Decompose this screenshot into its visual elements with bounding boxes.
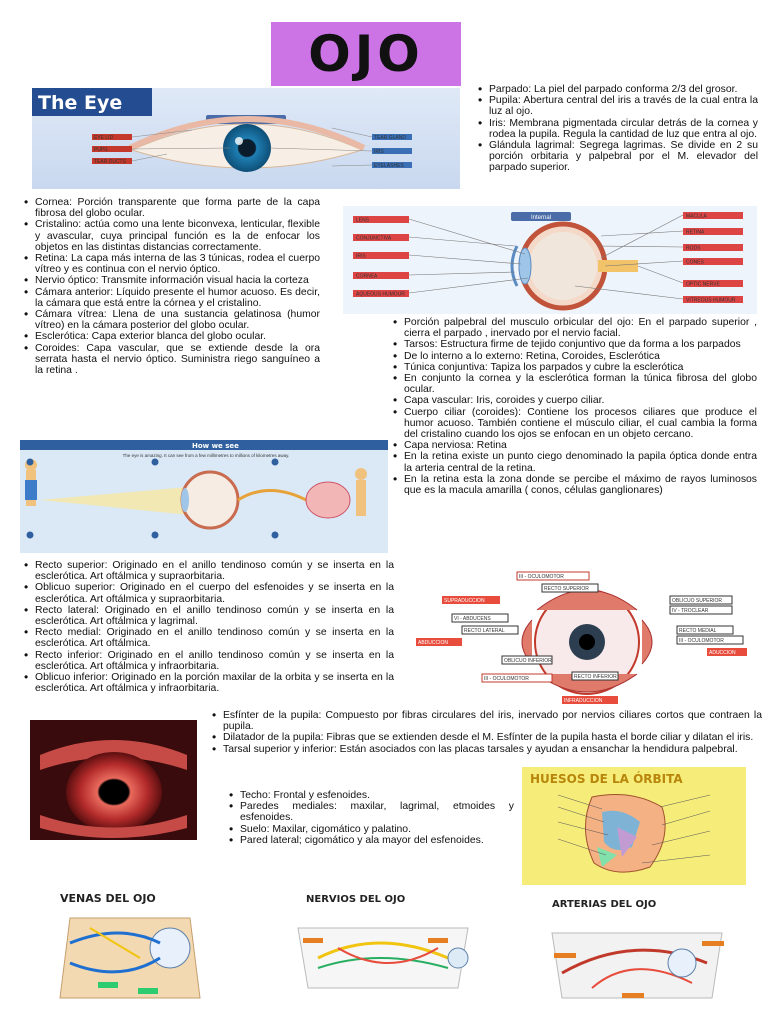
eye-layers-list: Porción palpebral del musculo orbicular …: [393, 317, 757, 496]
label-recto-medial: RECTO MEDIAL: [679, 628, 717, 634]
list-item: Capa vascular: Iris, coroides y cuerpo c…: [393, 395, 757, 406]
label-abduccion: ABDUCCION: [418, 640, 448, 646]
eye-veins-title: VENAS DEL OJO: [60, 892, 156, 905]
eye-arteries-title: ARTERIAS DEL OJO: [552, 899, 656, 910]
label-oblicuo-superior: OBLICUO SUPERIOR: [672, 598, 722, 604]
list-item: Túnica conjuntiva: Tapiza los parpados y…: [393, 362, 757, 373]
list-item: Paredes mediales: maxilar, lagrimal, etm…: [229, 801, 514, 823]
eye-arteries-image: ARTERIAS DEL OJO: [532, 893, 747, 1011]
list-item: Recto lateral: Originado en el anillo te…: [24, 605, 394, 627]
the-eye-external-image: The Eye External EYE LID PUPIL TEAR DUCT…: [32, 88, 460, 189]
extraocular-muscles-list: Recto superior: Originado en el anillo t…: [24, 560, 394, 694]
list-item: Tarsal superior y inferior: Están asocia…: [212, 744, 762, 755]
orbit-bones-title: HUESOS DE LA ÓRBITA: [530, 771, 683, 786]
list-item: Oblicuo inferior: Originado en la porció…: [24, 672, 394, 694]
label-eyelashes: EYELASHES: [374, 163, 404, 169]
extraocular-muscles-diagram: III - OCULOMOTOR RECTO SUPERIOR OBLICUO …: [412, 570, 757, 710]
list-item: Esfínter de la pupila: Compuesto por fib…: [212, 710, 762, 732]
label-recto-inferior: RECTO INFERIOR: [574, 674, 617, 680]
label-macula: MACULA: [686, 214, 708, 220]
list-item: Techo: Frontal y esfenoides.: [229, 790, 514, 801]
list-item: En conjunto la cornea y la esclerótica f…: [393, 373, 757, 395]
label-abducens: VI - ABDUCENS: [454, 616, 491, 622]
list-item: Capa nerviosa: Retina: [393, 440, 757, 451]
list-item: Cámara vítrea: Llena de una sustancia ge…: [24, 309, 320, 331]
list-item: Recto medial: Originado en el anillo ten…: [24, 627, 394, 649]
label-cornea: CORNEA: [356, 274, 378, 280]
orbit-walls-list: Techo: Frontal y esfenoides. Paredes med…: [229, 790, 514, 846]
eyelid-structures-list: Parpado: La piel del parpado conforma 2/…: [478, 84, 758, 174]
label-conjunctiva: CONJUNCTIVA: [356, 236, 392, 242]
list-item: Cristalino: actúa como una lente biconve…: [24, 219, 320, 253]
label-iris: IRIS: [374, 149, 384, 155]
label-recto-lateral: RECTO LATERAL: [464, 628, 505, 634]
how-we-see-title: How we see: [192, 442, 239, 450]
label-optic-nerve: OPTIC NERVE: [686, 282, 720, 288]
list-item: Retina: La capa más interna de las 3 tún…: [24, 253, 320, 275]
label-eye-lid: EYE LID: [94, 135, 114, 141]
orbit-bones-image: HUESOS DE LA ÓRBITA: [522, 767, 746, 885]
label-recto-superior: RECTO SUPERIOR: [544, 586, 589, 592]
how-we-see-subtitle: The eye is amazing. It can see from a fe…: [123, 453, 290, 458]
eye-nerves-image: NERVIOS DEL OJO: [278, 888, 493, 1006]
list-item: Coroides: Capa vascular, que se extiende…: [24, 343, 320, 377]
list-item: Cuerpo ciliar (coroides): Contiene los p…: [393, 407, 757, 441]
label-infraduccion: INFRADUCCION: [564, 698, 603, 704]
list-item: De lo interno a lo externo: Retina, Coro…: [393, 351, 757, 362]
how-we-see-image: How we see The eye is amazing. It can se…: [20, 440, 388, 553]
list-item: Pared lateral; cigomático y ala mayor de…: [229, 835, 514, 846]
list-item: En la retina esta la zona donde se perci…: [393, 474, 757, 496]
list-item: Porción palpebral del musculo orbicular …: [393, 317, 757, 339]
list-item: Recto superior: Originado en el anillo t…: [24, 560, 394, 582]
eye-veins-image: VENAS DEL OJO: [30, 888, 230, 1006]
label-cones: CONES: [686, 260, 704, 266]
page-title-banner: OJO: [271, 22, 461, 86]
list-item: Tarsos: Estructura firme de tejido conju…: [393, 339, 757, 350]
list-item: En la retina existe un punto ciego denom…: [393, 451, 757, 473]
label-lens: LENS: [356, 218, 370, 224]
label-oculomotor-2: III - OCULOMOTOR: [679, 638, 724, 644]
list-item: Cornea: Porción transparente que forma p…: [24, 197, 320, 219]
label-oculomotor-1: III - OCULOMOTOR: [519, 574, 564, 580]
label-iris-internal: IRIS: [356, 254, 366, 260]
iris-muscle-image: [30, 720, 197, 840]
list-item: Recto inferior: Originado en el anillo t…: [24, 650, 394, 672]
label-retina: RETINA: [686, 230, 705, 236]
label-supraduccion: SUPRADUCCION: [444, 598, 485, 604]
label-rods: RODS: [686, 246, 701, 252]
eye-structures-list: Cornea: Porción transparente que forma p…: [24, 197, 320, 376]
label-aduccion: ADUCCION: [709, 650, 736, 656]
list-item: Glándula lagrimal: Segrega lagrimas. Se …: [478, 140, 758, 174]
label-vitreous-humour: VITREOUS HUMOUR: [686, 298, 736, 304]
list-item: Esclerótica: Capa exterior blanca del gl…: [24, 331, 320, 342]
pupil-muscles-list: Esfínter de la pupila: Compuesto por fib…: [212, 710, 762, 755]
eye-internal-image: Internal LENS CONJUNCTIVA IRIS CORNEA AQ…: [343, 206, 757, 314]
label-troclear: IV - TROCLEAR: [672, 608, 709, 614]
internal-tab-label: Internal: [531, 215, 551, 221]
list-item: Dilatador de la pupila: Fibras que se ex…: [212, 732, 762, 743]
list-item: Pupila: Abertura central del iris a trav…: [478, 95, 758, 117]
page-title: OJO: [308, 25, 424, 83]
label-tear-ducts: TEAR DUCTS: [94, 159, 127, 165]
label-oculomotor-3: III - OCULOMOTOR: [484, 676, 529, 682]
list-item: Iris: Membrana pigmentada circular detrá…: [478, 118, 758, 140]
list-item: Oblicuo superior: Originado en el cuerpo…: [24, 582, 394, 604]
list-item: Nervio óptico: Transmite información vis…: [24, 275, 320, 286]
list-item: Suelo: Maxilar, cigomático y palatino.: [229, 824, 514, 835]
list-item: Parpado: La piel del parpado conforma 2/…: [478, 84, 758, 95]
eye-nerves-title: NERVIOS DEL OJO: [306, 894, 405, 905]
label-tear-gland: TEAR GLAND: [374, 135, 406, 141]
label-pupil: PUPIL: [94, 147, 109, 153]
the-eye-title: The Eye: [38, 92, 122, 114]
list-item: Cámara anterior: Líquido presente el hum…: [24, 287, 320, 309]
label-oblicuo-inferior: OBLICUO INFERIOR: [504, 658, 552, 664]
label-aqueous-humour: AQUEOUS HUMOUR: [356, 292, 405, 298]
